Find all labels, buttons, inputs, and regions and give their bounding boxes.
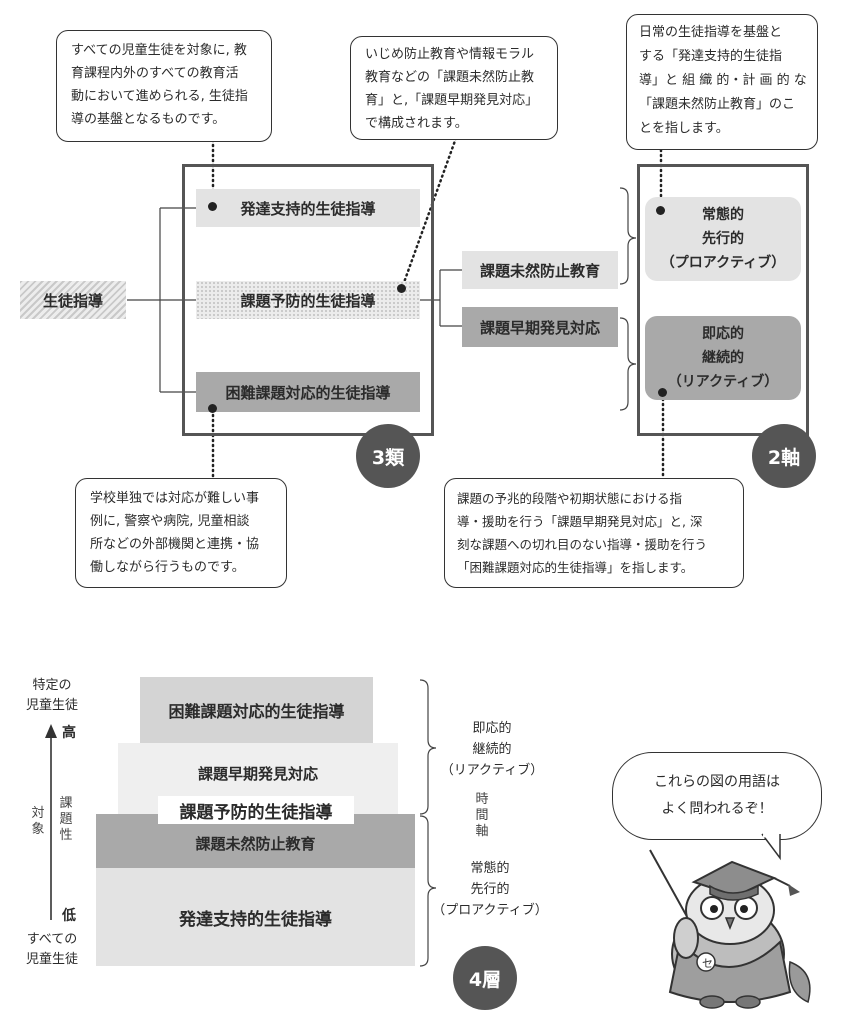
callout-line: 課題の予兆的段階や初期状態における指 <box>457 491 683 506</box>
mascot-owl-illustration: セ <box>649 849 811 1009</box>
right-proactive-label: 常態的 先行的 （プロアクティブ） <box>430 858 550 921</box>
time-axis-label: 時間軸 <box>475 792 489 839</box>
type-problem-prevention: 課題予防的生徒指導 <box>196 281 420 319</box>
callout-line: 所などの外部機関と連携・協 <box>90 537 260 552</box>
callout-line: 刻な課題への切れ目のない指導・援助を行う <box>457 537 708 552</box>
pointer-dot <box>208 404 217 413</box>
sub-prevention-education: 課題未然防止教育 <box>462 251 618 289</box>
callout-line: 働しながら行うものです。 <box>90 560 245 575</box>
high-label: 高 <box>62 725 76 741</box>
layer-label: 課題早期発見対応 <box>197 765 318 783</box>
right-line: 常態的 <box>470 861 510 876</box>
target-vertical-label: 対象 <box>31 806 45 837</box>
right-line: （リアクティブ） <box>440 763 544 778</box>
axis-reactive: 即応的 継続的 （リアクティブ） <box>645 316 801 400</box>
low-label: 低 <box>62 908 76 924</box>
speech-bubble: これらの図の用語は よく問われるぞ！ <box>612 752 822 840</box>
right-line: 即応的 <box>472 721 512 736</box>
callout-line: 育課程内外のすべての教育活 <box>71 66 239 81</box>
axis-line: （プロアクティブ） <box>660 255 786 271</box>
callout-development-support: すべての児童生徒を対象に, 教 育課程内外のすべての教育活 動において進められる… <box>56 30 272 142</box>
callout-line: 導・援助を行う「課題早期発見対応」と, 深 <box>457 514 703 529</box>
axis-line: 先行的 <box>702 231 744 247</box>
right-line: 先行的 <box>470 882 510 897</box>
callout-line: 「課題未然防止教育」のこ <box>639 97 796 112</box>
pointer-dot <box>397 284 406 293</box>
callout-line: いじめ防止教育や情報モラル <box>365 47 535 62</box>
three-types-frame <box>182 164 434 436</box>
severity-vertical-label: 課題性 <box>59 796 73 843</box>
two-axes-frame <box>637 164 809 436</box>
callout-line: 「困難課題対応的生徒指導」を指します。 <box>457 560 694 575</box>
callout-line: で構成されます。 <box>365 116 468 131</box>
callout-line: 教育などの「課題未然防止教 <box>365 70 535 85</box>
callout-line: とを指します。 <box>639 121 729 136</box>
layer-difficult-problem: 困難課題対応的生徒指導 <box>140 677 373 743</box>
badge-four-layers: 4層 <box>453 946 517 1010</box>
pointer-dot <box>658 388 667 397</box>
axis-top-line: 児童生徒 <box>25 698 78 713</box>
svg-text:セ: セ <box>702 957 713 970</box>
right-reactive-label: 即応的 継続的 （リアクティブ） <box>436 718 548 781</box>
axis-bottom-line: すべての <box>26 932 78 947</box>
right-line: 継続的 <box>472 742 512 757</box>
badge-label: 4層 <box>468 968 502 991</box>
sub-early-detection: 課題早期発見対応 <box>462 307 618 347</box>
root-label: 生徒指導 <box>42 291 103 310</box>
callout-line: 導」と 組 織 的・計 画 的 な <box>639 73 807 88</box>
badge-label: 3類 <box>371 446 405 469</box>
callout-line: 動において進められる, 生徒指 <box>71 89 248 104</box>
type-label: 課題予防的生徒指導 <box>240 291 376 310</box>
callout-difficult-problem: 学校単独では対応が難しい事 例に, 警察や病院, 児童相談 所などの外部機関と連… <box>75 478 287 588</box>
callout-line: する「発達支持的生徒指 <box>639 49 783 64</box>
axis-top-label: 特定の 児童生徒 <box>20 676 84 716</box>
speech-line: これらの図の用語は <box>654 774 780 790</box>
type-label: 発達支持的生徒指導 <box>240 199 376 218</box>
axis-line: 即応的 <box>702 326 744 342</box>
callout-line: 導の基盤となるものです。 <box>71 112 226 127</box>
layer-label: 発達支持的生徒指導 <box>179 909 332 930</box>
type-label: 困難課題対応的生徒指導 <box>225 383 391 402</box>
type-difficult-problem: 困難課題対応的生徒指導 <box>196 372 420 412</box>
sub-label: 課題未然防止教育 <box>479 261 600 280</box>
badge-label: 2軸 <box>767 446 801 469</box>
callout-line: 育」と,「課題早期発見対応」 <box>365 93 539 108</box>
axis-line: （リアクティブ） <box>667 374 779 390</box>
badge-three-types: 3類 <box>356 424 420 488</box>
callout-prevention: いじめ防止教育や情報モラル 教育などの「課題未然防止教 育」と,「課題早期発見対… <box>350 36 558 140</box>
badge-two-axes: 2軸 <box>752 424 816 488</box>
axis-proactive: 常態的 先行的 （プロアクティブ） <box>645 197 801 281</box>
right-line: （プロアクティブ） <box>432 903 548 918</box>
layer-label: 課題予防的生徒指導 <box>179 802 333 823</box>
layer-development-support: 発達支持的生徒指導 <box>96 868 415 966</box>
sub-label: 課題早期発見対応 <box>479 318 600 337</box>
callout-line: すべての児童生徒を対象に, 教 <box>71 43 247 58</box>
callout-line: 例に, 警察や病院, 児童相談 <box>90 514 250 529</box>
speech-line: よく問われるぞ！ <box>661 801 773 817</box>
pointer-dot <box>208 202 217 211</box>
pointer-dot <box>656 206 665 215</box>
axis-top-line: 特定の <box>32 678 72 693</box>
callout-line: 日常の生徒指導を基盤と <box>639 25 783 40</box>
speech-tail <box>761 833 781 861</box>
axis-bottom-label: すべての 児童生徒 <box>20 930 84 970</box>
callout-line: 学校単独では対応が難しい事 <box>90 491 260 506</box>
callout-reactive: 課題の予兆的段階や初期状態における指 導・援助を行う「課題早期発見対応」と, 深… <box>444 478 744 588</box>
layer-label: 困難課題対応的生徒指導 <box>168 702 345 721</box>
type-development-support: 発達支持的生徒指導 <box>196 189 420 227</box>
axis-line: 継続的 <box>702 350 744 366</box>
layer-label: 課題未然防止教育 <box>195 834 316 853</box>
axis-line: 常態的 <box>702 207 744 223</box>
callout-proactive: 日常の生徒指導を基盤と する「発達支持的生徒指 導」と 組 織 的・計 画 的 … <box>626 14 818 150</box>
root-guidance: 生徒指導 <box>20 281 126 319</box>
problem-prevention-label: 課題予防的生徒指導 <box>158 796 354 824</box>
axis-bottom-line: 児童生徒 <box>25 952 78 967</box>
